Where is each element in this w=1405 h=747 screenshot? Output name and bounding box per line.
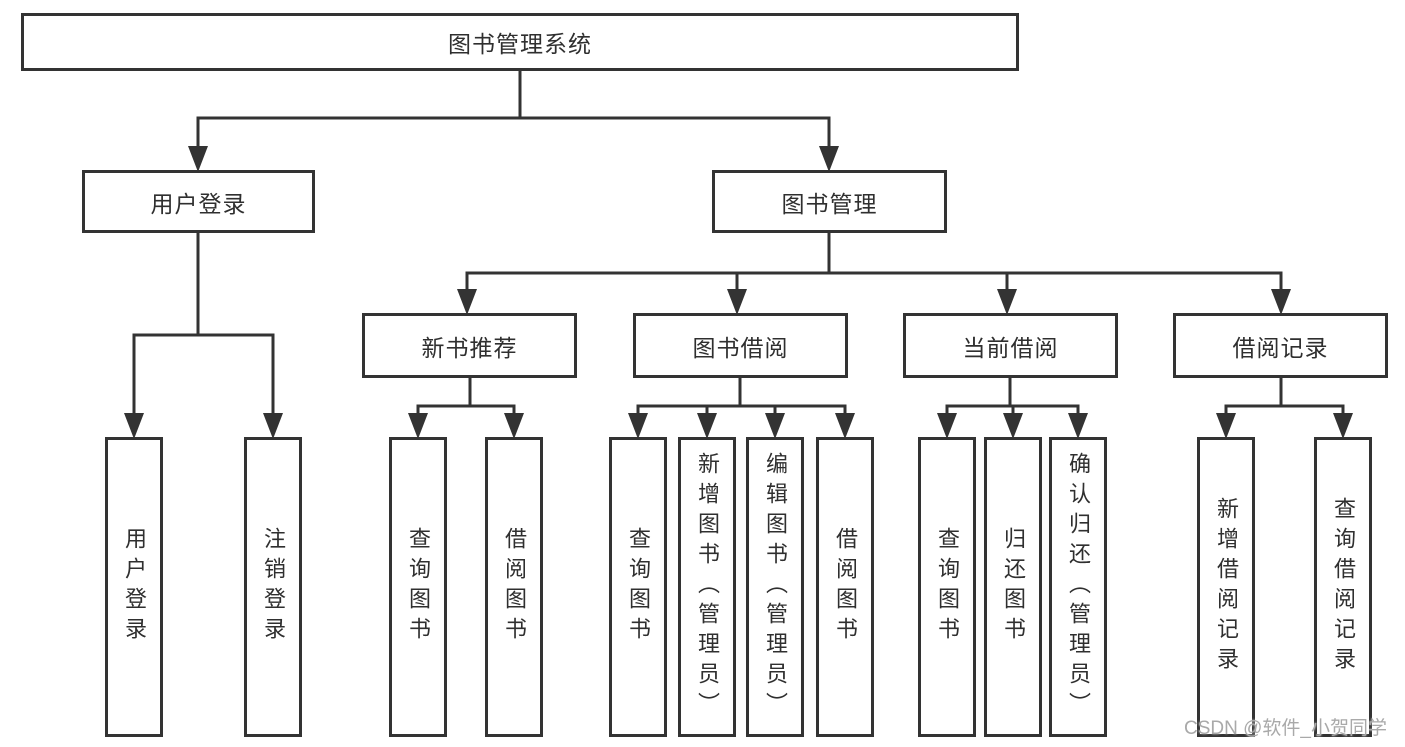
node-label: 借阅图书 <box>833 527 858 647</box>
node-label: 归还图书 <box>1001 527 1026 647</box>
node-label: 用户登录 <box>122 527 147 647</box>
node-new-book-recommendation: 新书推荐 <box>362 313 577 378</box>
node-label: 查询图书 <box>935 527 960 647</box>
node-label: 注销登录 <box>261 527 286 647</box>
node-label: 新增借阅记录 <box>1214 497 1239 677</box>
node-borrowing-records: 借阅记录 <box>1173 313 1388 378</box>
node-borrowing-borrow-books: 借阅图书 <box>816 437 874 737</box>
node-records-query-borrow-record: 查询借阅记录 <box>1314 437 1372 737</box>
node-label: 新书推荐 <box>421 334 518 361</box>
node-label: 查询图书 <box>626 527 651 647</box>
node-current-borrowing: 当前借阅 <box>903 313 1118 378</box>
node-login-user-login: 用户登录 <box>105 437 163 737</box>
node-label: 确认归还（管理员） <box>1066 452 1091 722</box>
node-label: 图书借阅 <box>692 334 789 361</box>
node-borrowing-edit-books-admin: 编辑图书（管理员） <box>746 437 804 737</box>
node-current-return-books: 归还图书 <box>984 437 1042 737</box>
node-library-management-system: 图书管理系统 <box>21 13 1019 71</box>
csdn-watermark: CSDN @软件_小贺同学 <box>1184 718 1387 739</box>
node-recommend-query-books: 查询图书 <box>389 437 447 737</box>
node-records-add-borrow-record: 新增借阅记录 <box>1197 437 1255 737</box>
node-label: 查询借阅记录 <box>1331 497 1356 677</box>
node-borrowing-add-books-admin: 新增图书（管理员） <box>678 437 736 737</box>
node-recommend-borrow-books: 借阅图书 <box>485 437 543 737</box>
node-label: 借阅图书 <box>502 527 527 647</box>
node-current-query-books: 查询图书 <box>918 437 976 737</box>
node-book-borrowing: 图书借阅 <box>633 313 848 378</box>
node-label: 编辑图书（管理员） <box>763 452 788 722</box>
node-label: 当前借阅 <box>962 334 1059 361</box>
node-book-management: 图书管理 <box>712 170 947 233</box>
node-label: 新增图书（管理员） <box>695 452 720 722</box>
node-label: 图书管理 <box>781 190 878 217</box>
node-user-login: 用户登录 <box>82 170 315 233</box>
node-login-logout: 注销登录 <box>244 437 302 737</box>
node-current-confirm-return-admin: 确认归还（管理员） <box>1049 437 1107 737</box>
node-label: 借阅记录 <box>1232 334 1329 361</box>
node-label: 图书管理系统 <box>448 31 592 57</box>
node-label: 用户登录 <box>150 190 247 217</box>
node-label: 查询图书 <box>406 527 431 647</box>
node-borrowing-query-books: 查询图书 <box>609 437 667 737</box>
